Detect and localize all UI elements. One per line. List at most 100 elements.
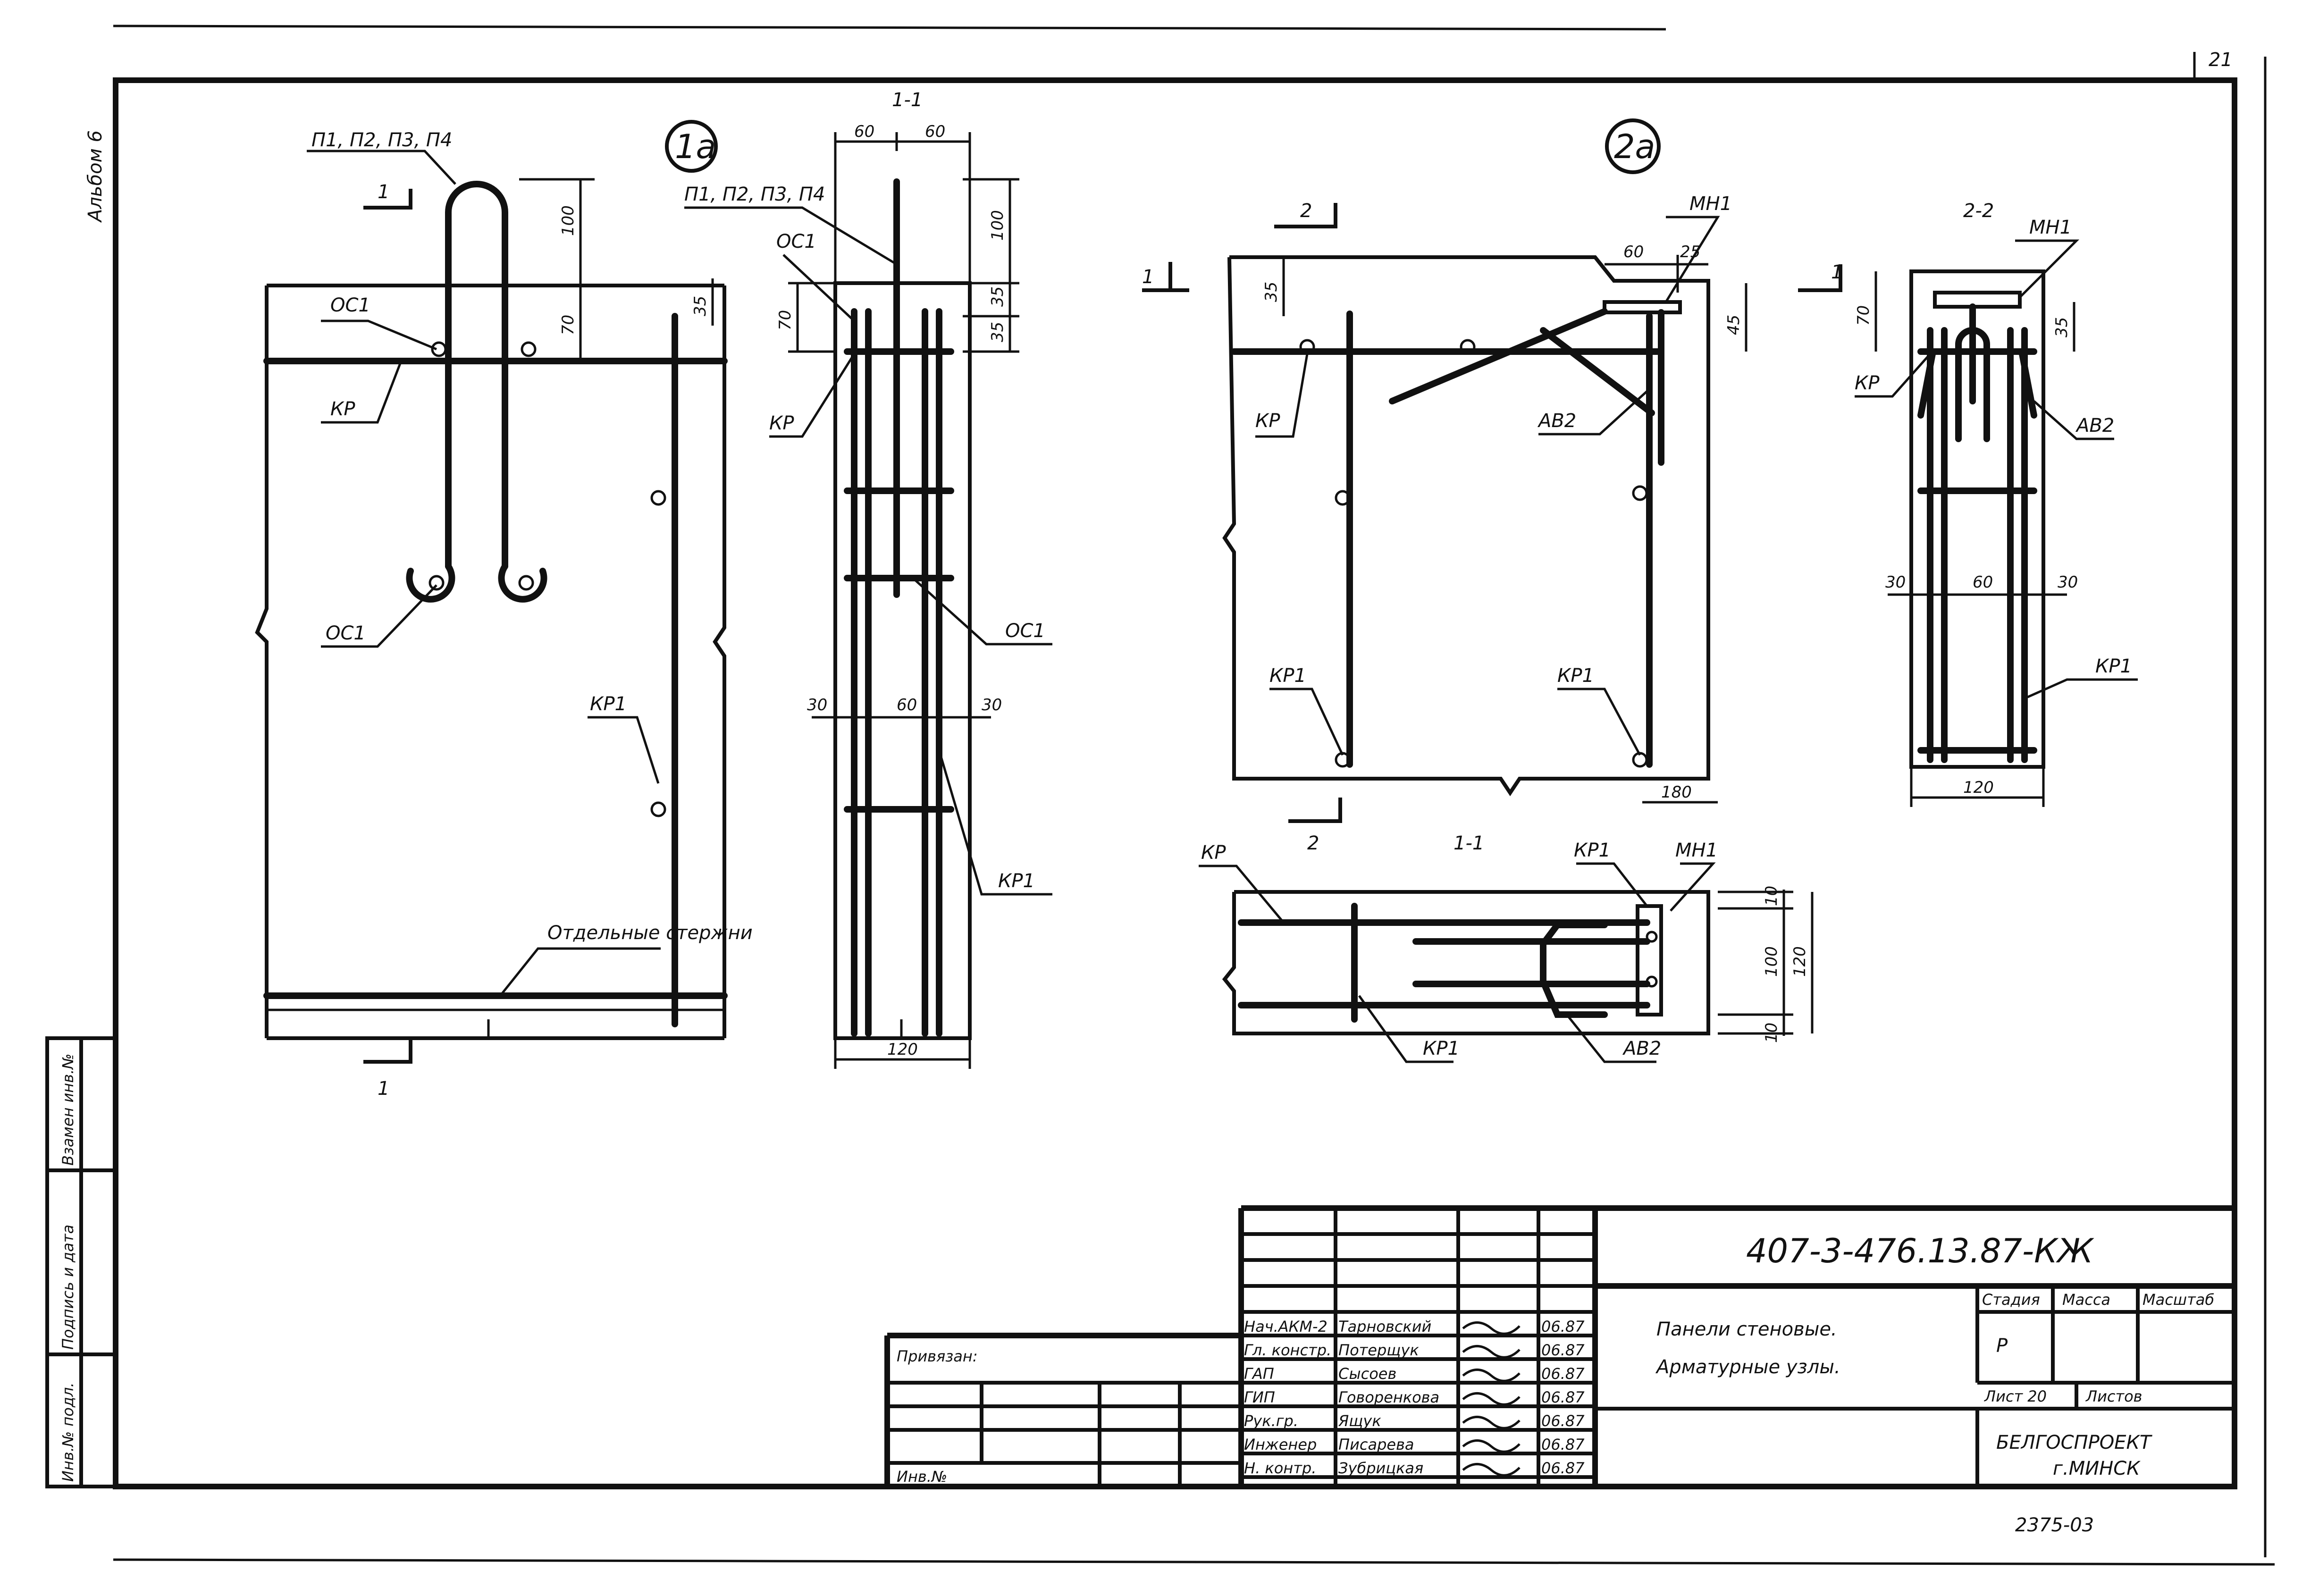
signatory-role: ГИП	[1244, 1388, 1275, 1406]
node-2a-cut-left: 1	[1142, 266, 1154, 288]
bottom-trim-line	[113, 1558, 2275, 1566]
section-1-1-left-os1-top: ОС1	[776, 231, 816, 252]
title-block-title-line2: Арматурные узлы.	[1655, 1356, 1840, 1378]
node-2a-marker-text: 2а	[1614, 127, 1655, 166]
section-2-2-av2: АВ2	[2075, 415, 2114, 437]
section-1-1-right-dim-10a: 10	[1762, 886, 1781, 906]
signature-mark	[1462, 1392, 1521, 1406]
node-2a-dim-180: 180	[1661, 783, 1692, 802]
section-2-2-dim-30b: 30	[2058, 573, 2078, 592]
signatory-name: Говоренкова	[1338, 1388, 1439, 1406]
signatory-row: Нач.АКМ-2 Тарновский 06.87	[1244, 1318, 1585, 1336]
signatory-name: Зубрицкая	[1338, 1459, 1423, 1477]
section-1-1-left-dim-70: 70	[776, 310, 795, 330]
signatory-date: 06.87	[1541, 1365, 1585, 1383]
node-1a-marker-text: 1а	[675, 127, 716, 166]
section-1-1-left-os1: ОС1	[1005, 620, 1045, 642]
signatory-row: Инженер Писарева 06.87	[1244, 1436, 1585, 1453]
signatory-row: Гл. констр. Потерщук 06.87	[1244, 1341, 1585, 1359]
section-1-1-right: 1-1 10 100 120 10 КР КР1 МН1 КР1 АВ2	[1199, 832, 1814, 1063]
top-trim-line	[113, 25, 1666, 31]
signatory-name: Потерщук	[1338, 1341, 1419, 1359]
section-1-1-left-dim-30a: 30	[807, 696, 827, 714]
signatory-name: Писарева	[1338, 1436, 1414, 1453]
node-1a-os1-bottom: ОС1	[326, 622, 366, 644]
title-block-bound-label: Привязан:	[897, 1347, 978, 1365]
signature-mark	[1462, 1321, 1521, 1335]
section-1-1-right-dim-100: 100	[1762, 946, 1781, 977]
section-1-1-right-av2: АВ2	[1622, 1038, 1661, 1059]
section-1-1-left-kr: КР	[769, 412, 794, 434]
section-2-2-dim-120: 120	[1963, 778, 1994, 797]
section-2-2-dim-30a: 30	[1885, 573, 1906, 592]
signatory-date: 06.87	[1541, 1459, 1585, 1477]
side-stamp: Взамен инв.№ Подпись и дата Инв.№ подл.	[45, 1036, 118, 1488]
node-2a-elevation: 2а 2 1 2 60 25 35 45	[1142, 118, 1748, 854]
signatory-date: 06.87	[1541, 1388, 1585, 1406]
signature-mark	[1462, 1345, 1521, 1359]
section-1-1-left-dim-60b: 60	[925, 122, 945, 141]
node-1a-bars-callout: П1, П2, П3, П4	[311, 129, 452, 151]
signatory-row: ГИП Говоренкова 06.87	[1244, 1388, 1585, 1406]
section-1-1-left-dim-60: 60	[897, 696, 917, 714]
title-block-org-line2: г.МИНСК	[2053, 1458, 2141, 1479]
node-1a-elevation: 1а П1, П2, П3, П4 ОС1 КР ОС1 КР1	[255, 120, 753, 1100]
section-1-1-right-dim-120: 120	[1790, 946, 1809, 977]
node-2a-kr1-right: КР1	[1557, 665, 1594, 687]
section-1-1-right-title: 1-1	[1454, 832, 1484, 854]
album-label: Альбом 6	[84, 130, 106, 223]
node-2a-kr: КР	[1255, 410, 1280, 432]
section-2-2-dim-60: 60	[1973, 573, 1993, 592]
section-2-2-cut: 1	[1831, 261, 1843, 283]
title-block-sheets-label: Листов	[2085, 1387, 2143, 1405]
node-2a-mn1: МН1	[1689, 193, 1732, 215]
section-1-1-left-dim-35a: 35	[988, 286, 1007, 307]
signatory-row: Рук.гр. Ящук 06.87	[1244, 1412, 1585, 1430]
stamp-replaced-inv: Взамен инв.№	[59, 1053, 77, 1166]
title-block-sheet-label: Лист 20	[1984, 1387, 2047, 1405]
section-1-1-right-kr1-top: КР1	[1574, 840, 1611, 861]
node-1a-dim-70: 70	[559, 315, 578, 335]
section-2-2-dim-70: 70	[1854, 305, 1873, 326]
signatory-role: Нач.АКМ-2	[1244, 1318, 1328, 1336]
signature-mark	[1462, 1439, 1521, 1453]
section-2-2: 2-2 1 70 35 30 60 30 120 МН1 КР АВ2	[1798, 200, 2138, 807]
signatory-date: 06.87	[1541, 1436, 1585, 1453]
signature-mark	[1462, 1416, 1521, 1429]
signatory-role: Рук.гр.	[1244, 1412, 1298, 1430]
section-1-1-left-dim-60a: 60	[854, 122, 874, 141]
signatory-role: ГАП	[1244, 1365, 1274, 1383]
signatory-date: 06.87	[1541, 1412, 1585, 1430]
signature-mark	[1462, 1463, 1521, 1477]
section-2-2-kr: КР	[1855, 372, 1880, 394]
section-2-2-kr1: КР1	[2095, 655, 2132, 677]
node-1a-cut-top: 1	[378, 181, 389, 203]
sheet-corner-number: 21	[2209, 49, 2233, 71]
section-1-1-left-dim-30b: 30	[982, 696, 1002, 714]
signatory-row: Н. контр. Зубрицкая 06.87	[1244, 1459, 1585, 1477]
section-1-1-right-dim-10b: 10	[1762, 1023, 1781, 1043]
section-2-2-mn1: МН1	[2029, 217, 2072, 238]
signatory-role: Инженер	[1244, 1436, 1317, 1453]
section-1-1-left-kr1: КР1	[998, 870, 1035, 892]
title-block-bottom-number: 2375-03	[2015, 1514, 2094, 1536]
signatory-date: 06.87	[1541, 1318, 1585, 1336]
title-block-org-line1: БЕЛГОСПРОЕКТ	[1996, 1432, 2153, 1453]
node-2a-marker	[1605, 118, 1661, 174]
title-block-stage-value: Р	[1996, 1335, 2008, 1357]
title-block-inv-label: Инв.№	[897, 1468, 947, 1486]
title-block-stage-header: Стадия	[1982, 1291, 2040, 1309]
node-1a-dim-35: 35	[691, 296, 710, 316]
stamp-signature-date: Подпись и дата	[59, 1225, 77, 1350]
node-2a-kr1-left: КР1	[1269, 665, 1306, 687]
section-1-1-right-kr1: КР1	[1423, 1038, 1460, 1059]
section-1-1-left-bars-callout: П1, П2, П3, П4	[684, 184, 825, 205]
signatory-row: ГАП Сысоев 06.87	[1244, 1365, 1585, 1383]
section-2-2-dim-35: 35	[2052, 317, 2071, 337]
node-1a-kr1: КР1	[590, 693, 627, 715]
section-1-1-right-kr: КР	[1201, 842, 1226, 864]
node-2a-dim-45: 45	[1724, 315, 1743, 335]
title-block-mass-header: Масса	[2062, 1291, 2110, 1309]
node-2a-dim-60: 60	[1623, 243, 1644, 261]
